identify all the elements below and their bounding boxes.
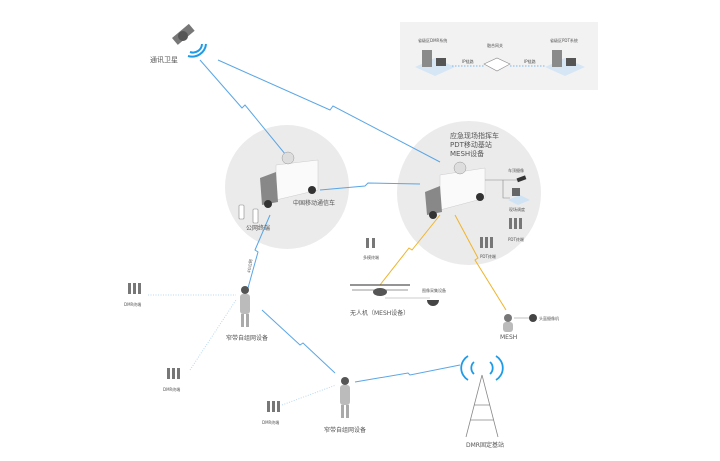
dmr-terminal-label-2: DMR终端 bbox=[163, 386, 180, 392]
dispatch-label: 现场调度 bbox=[509, 206, 525, 212]
top-panel: 省级区DMR系统 IP链路 融合网关 IP链路 省级区PDT系统 bbox=[400, 22, 598, 90]
ip-link-left-label: IP链路 bbox=[462, 58, 474, 64]
ip-link-right-label: IP链路 bbox=[524, 58, 536, 64]
pdt-system-label: 省级区PDT系统 bbox=[550, 37, 578, 43]
links bbox=[148, 59, 507, 406]
pdt-base-label: PDT移动基站 bbox=[450, 140, 492, 149]
narrowband-label-1: 窄带自组网设备 bbox=[226, 334, 268, 342]
pdt-terminal-label-1: PDT终端 bbox=[480, 253, 496, 259]
mesh-person-label: MESH bbox=[500, 334, 517, 341]
satellite-icon bbox=[172, 23, 207, 58]
dmr-terminal-label-3: DMR终端 bbox=[262, 419, 279, 425]
mesh-person-icon bbox=[503, 314, 513, 332]
base-station-label: DMR固定基站 bbox=[466, 441, 504, 449]
pdt-radio-icon-1 bbox=[509, 218, 522, 229]
dmr-radio-icon-3 bbox=[267, 401, 280, 412]
helmet-camera-icon bbox=[529, 314, 537, 322]
gateway-icon bbox=[483, 57, 511, 72]
command-vehicle-title: 应急现场指挥车 bbox=[450, 131, 499, 140]
roof-camera-label: 车顶摄像 bbox=[508, 167, 524, 173]
pdt-radio-icon-2 bbox=[480, 237, 493, 248]
pdt-server-icon bbox=[545, 50, 585, 76]
mesh-link-drone bbox=[379, 214, 441, 286]
mesh-link-person bbox=[454, 214, 507, 311]
mobile-vehicle-label: 中国移动通信车 bbox=[293, 199, 335, 207]
narrowband-label-2: 窄带自组网设备 bbox=[324, 426, 366, 434]
4g-network-label: 4G公网 bbox=[246, 259, 253, 273]
drone-label: 无人机（MESH设备） bbox=[350, 309, 409, 317]
gateway-label: 融合网关 bbox=[487, 42, 503, 48]
public-terminal-label: 公网终端 bbox=[246, 224, 270, 232]
dome-camera-icon bbox=[427, 300, 439, 306]
dmr-link-3 bbox=[281, 384, 337, 406]
dmr-system-label: 省级区DMR系统 bbox=[418, 37, 447, 43]
4g-link bbox=[247, 214, 271, 289]
base-station-icon bbox=[460, 355, 504, 438]
narrowband-person-icon-2 bbox=[340, 377, 350, 418]
vehicle-link bbox=[319, 182, 421, 191]
drone-icon bbox=[350, 284, 410, 296]
mesh-device-label: MESH设备 bbox=[450, 149, 484, 158]
dispatch-console-icon bbox=[508, 188, 530, 205]
helmet-camera-label: 头盔摄像机 bbox=[539, 315, 559, 321]
dmr-radio-icon-1 bbox=[128, 283, 141, 294]
dmr-terminal-label-1: DMR终端 bbox=[124, 301, 141, 307]
satellite-link-mobile bbox=[199, 59, 291, 161]
narrowband-link bbox=[261, 309, 336, 374]
pdt-terminal-label-2: PDT终端 bbox=[508, 236, 524, 242]
vehicle-connection bbox=[485, 179, 518, 199]
narrowband-person-icon-1 bbox=[240, 286, 250, 327]
command-truck-icon bbox=[425, 161, 486, 219]
base-station-link bbox=[354, 364, 461, 383]
multimode-label: 多模终端 bbox=[363, 254, 379, 260]
dmr-server-icon bbox=[415, 50, 455, 76]
mobile-truck-icon bbox=[260, 151, 319, 208]
drone-camera-label: 图像采集设备 bbox=[422, 287, 446, 293]
public-terminal-icon bbox=[238, 204, 259, 224]
multimode-terminal-icon bbox=[366, 238, 375, 248]
satellite-label: 通讯卫星 bbox=[150, 55, 178, 64]
satellite-link-command bbox=[217, 59, 441, 163]
roof-camera-icon bbox=[516, 175, 527, 183]
dmr-radio-icon-2 bbox=[167, 368, 180, 379]
